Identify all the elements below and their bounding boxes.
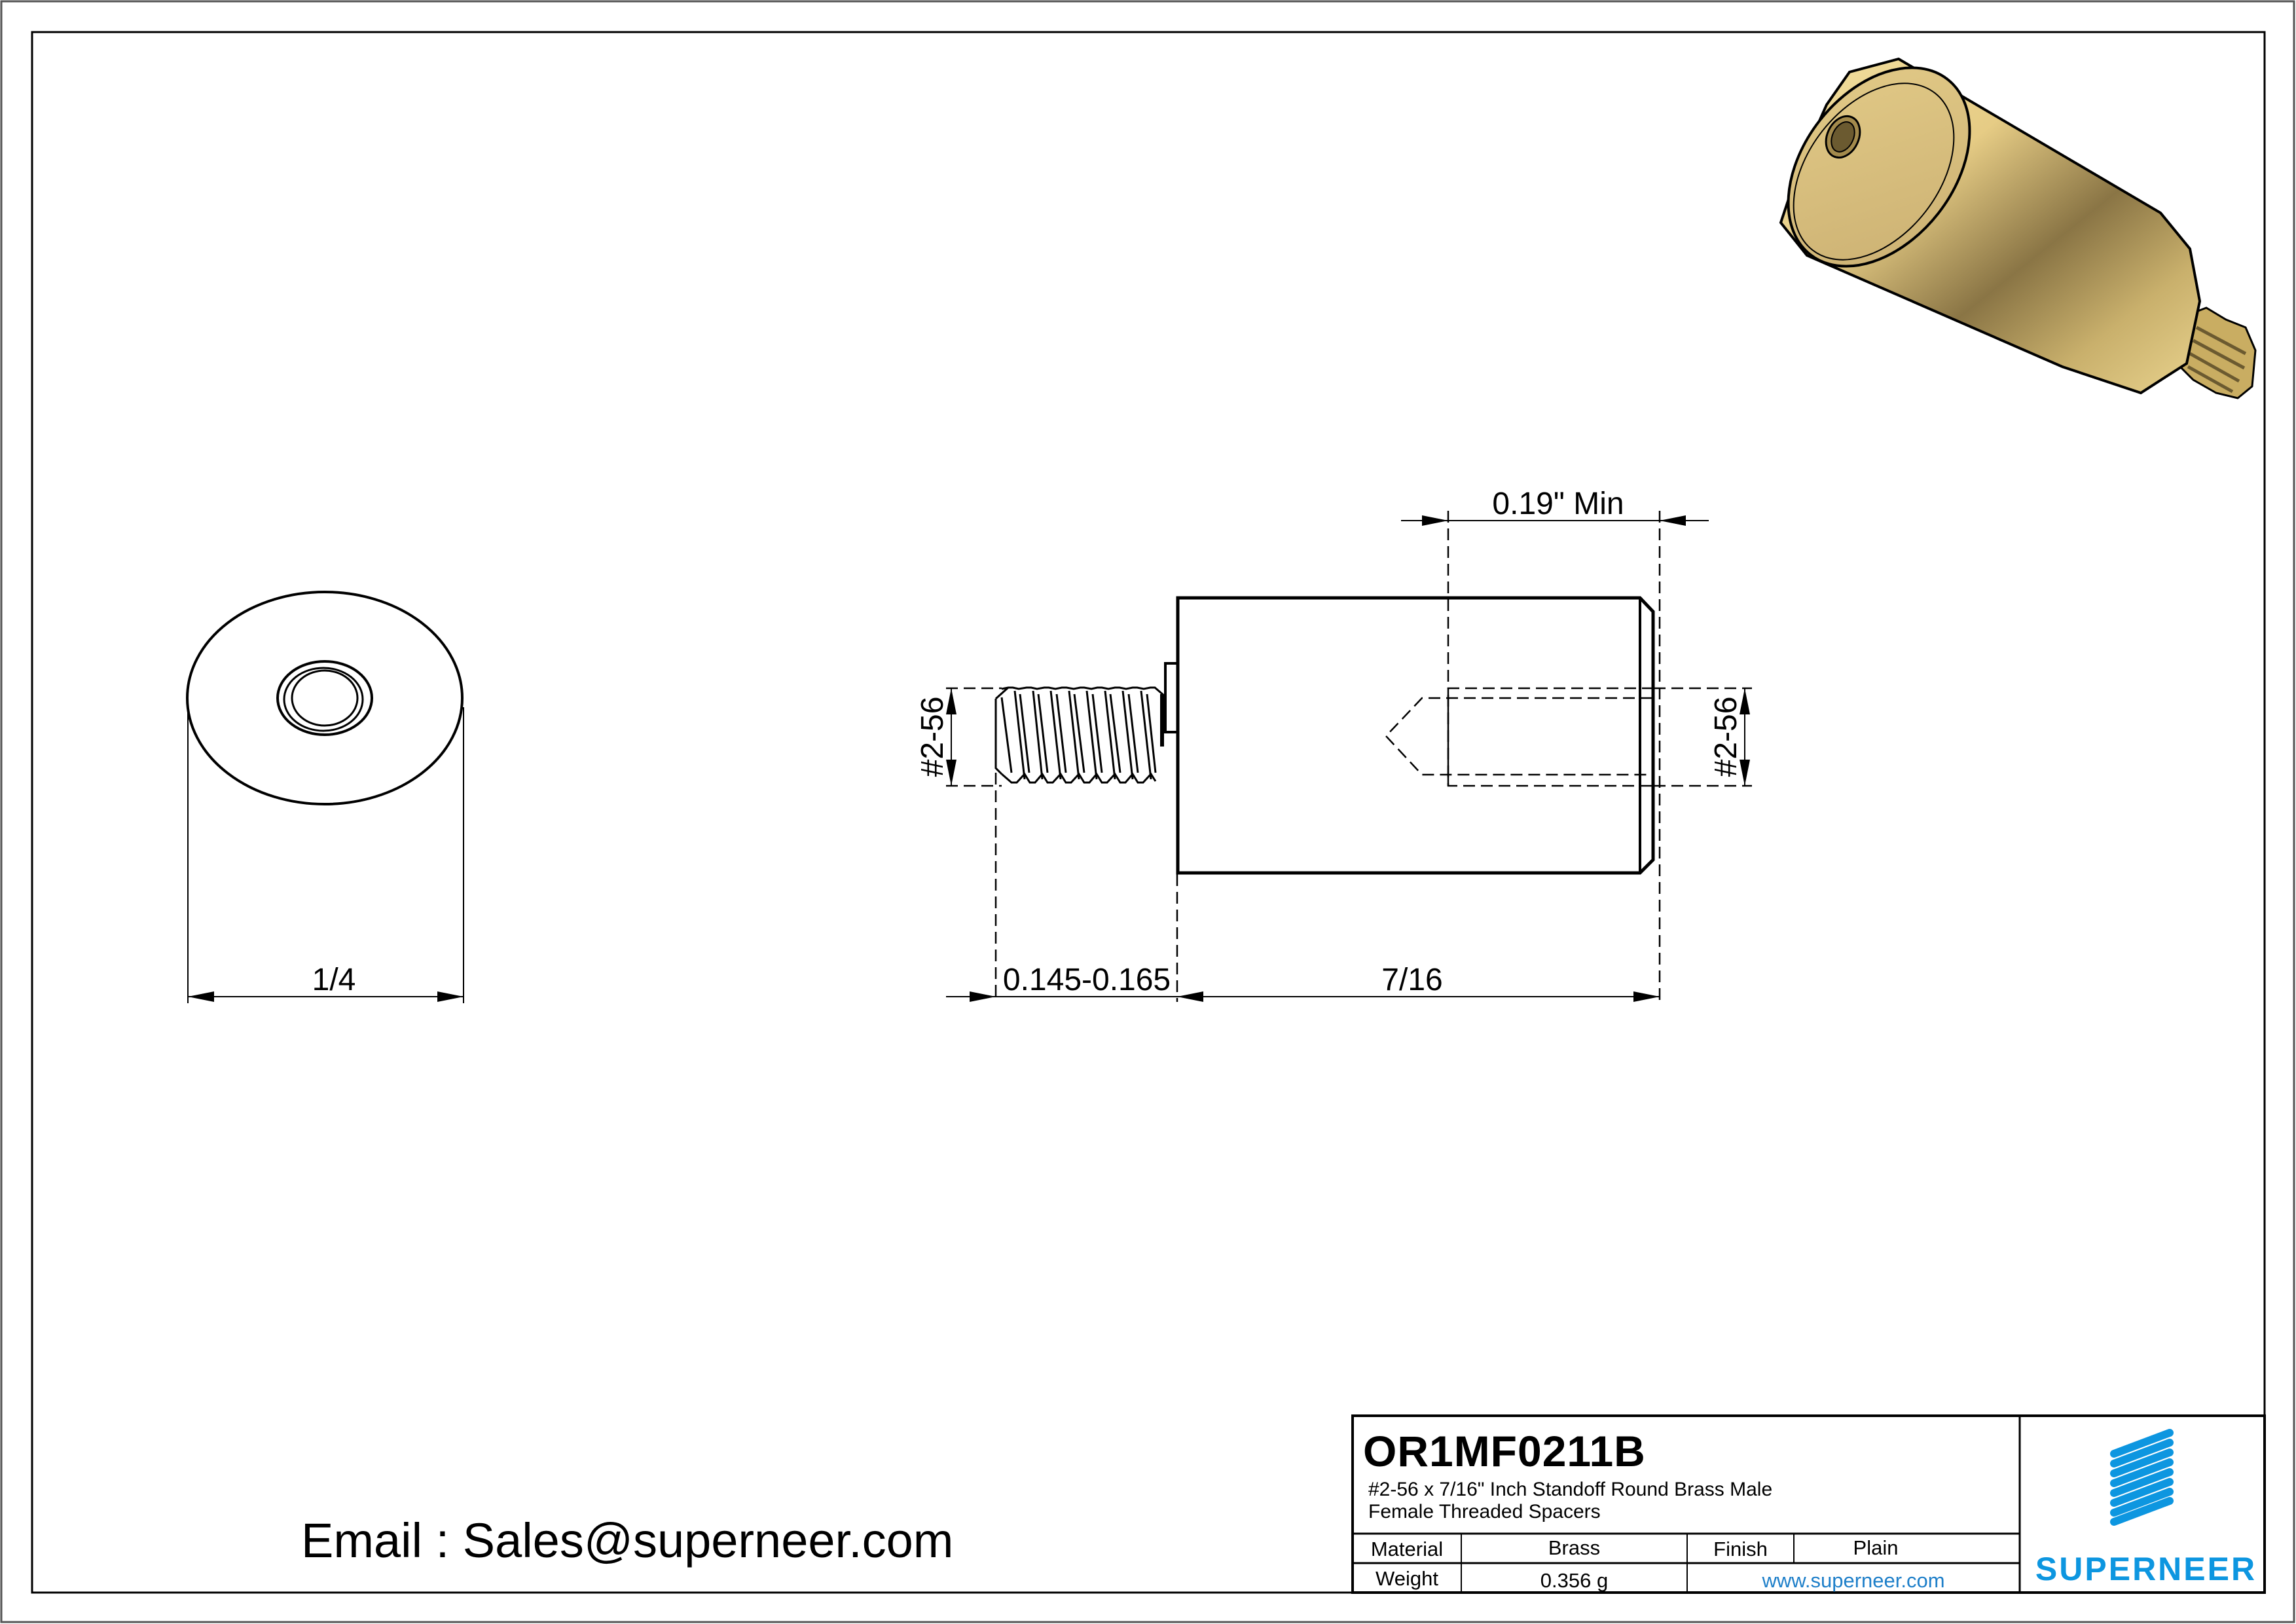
isometric-render [1779,57,2257,399]
min-depth-label: 0.19" Min [1492,487,1624,521]
contact-email[interactable]: Email : Sales@superneer.com [301,1513,954,1568]
superneer-logo-text: SUPERNEER [2035,1551,2257,1587]
weight-label: Weight [1376,1567,1438,1590]
superneer-logo-icon [2110,1429,2174,1526]
stud-length-label: 0.145-0.165 [1003,963,1171,997]
part-number: OR1MF0211B [1363,1427,1646,1475]
finish-value: Plain [1853,1536,1899,1559]
male-thread-label: #2-56 [915,697,950,777]
website-link[interactable]: www.superneer.com [1762,1569,1945,1592]
material-label: Material [1370,1538,1444,1560]
side-view: 0.19" Min #2-56 #2-56 0.145-0.165 7/16 [915,487,1752,1002]
finish-label: Finish [1713,1538,1768,1560]
description-line-1: #2-56 x 7/16" Inch Standoff Round Brass … [1368,1479,1773,1500]
female-thread-label: #2-56 [1709,697,1743,777]
end-view: 1/4 [186,591,464,1003]
weight-value: 0.356 g [1540,1569,1609,1592]
body-length-label: 7/16 [1381,963,1442,997]
material-value: Brass [1548,1536,1601,1559]
end-view-diameter-label: 1/4 [312,963,356,997]
description-line-2: Female Threaded Spacers [1368,1501,1601,1522]
title-block-grid [1351,1414,2266,1594]
hidden-internal-thread [946,511,1752,1002]
male-thread [994,686,1165,784]
sheet-inner-frame [31,31,2266,1594]
